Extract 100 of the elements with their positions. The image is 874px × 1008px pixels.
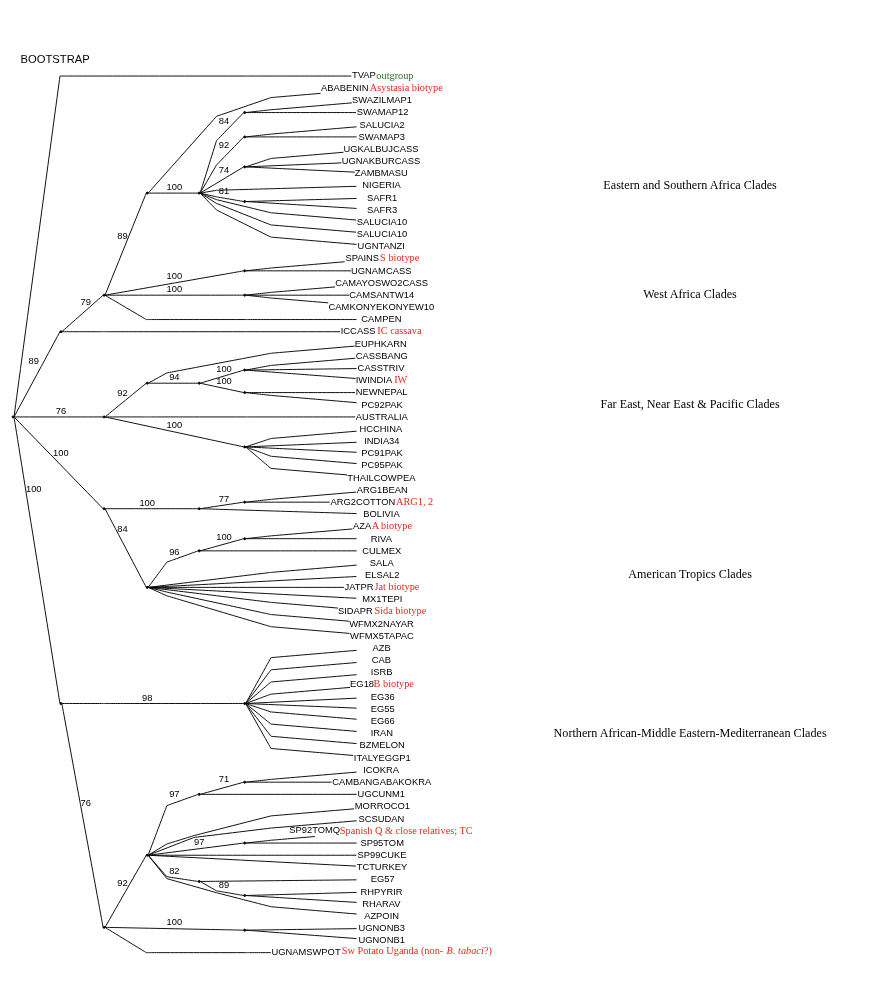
connector xyxy=(147,192,199,194)
connector xyxy=(245,702,358,744)
node-label: S biotype xyxy=(380,251,420,263)
node-text: PC91PAK xyxy=(361,447,403,458)
connector xyxy=(245,891,358,896)
node-point xyxy=(243,536,247,540)
node-text: ICOKRA xyxy=(363,764,400,775)
edge-label: 89 xyxy=(218,879,230,890)
node-text: EUPHKARN xyxy=(354,338,407,349)
edge-label: 89 xyxy=(117,230,128,241)
connector xyxy=(147,854,199,882)
node-text: SPAINS xyxy=(345,252,380,263)
node-text: UGNAKBURCASS xyxy=(341,155,421,166)
connector xyxy=(245,702,354,756)
node-text: RHPYRIR xyxy=(360,886,403,897)
edge-label: 100 xyxy=(216,531,232,542)
node-point xyxy=(243,110,247,114)
connector xyxy=(245,702,358,732)
connector xyxy=(199,185,357,194)
node-text: BOLIVIA xyxy=(363,508,400,519)
node-text: AZPOIN xyxy=(364,910,400,921)
connector xyxy=(104,269,245,296)
node-text: CAB xyxy=(371,654,391,665)
node-text: BZMELON xyxy=(359,739,405,750)
edge-label: 100 xyxy=(166,916,183,927)
node-point xyxy=(243,164,247,168)
edge-label: 98 xyxy=(142,692,153,703)
connector xyxy=(245,673,358,704)
label: American Tropics Clades xyxy=(628,566,752,581)
node-text: CULMEX xyxy=(362,545,402,556)
node-text: TCTURKEY xyxy=(356,861,408,872)
node-text: SWAMAP12 xyxy=(356,106,409,117)
connector xyxy=(245,391,358,403)
connector xyxy=(245,842,358,844)
node-label: Spanish Q & close relatives; TC xyxy=(339,824,473,836)
node-point xyxy=(243,390,247,394)
node-label: A biotype xyxy=(371,519,412,531)
node-text: HCCHINA xyxy=(359,423,403,434)
node-text: RHARAV xyxy=(362,898,401,909)
connector xyxy=(245,151,344,167)
node-point xyxy=(197,191,201,195)
connector xyxy=(147,854,357,867)
connector xyxy=(199,192,357,233)
diagram-title: BOOTSTRAP xyxy=(20,52,90,65)
node-point xyxy=(197,792,201,796)
node-text: WFMX2NAYAR xyxy=(349,618,414,629)
edge-label: 79 xyxy=(80,296,91,307)
connector xyxy=(199,166,245,193)
connector xyxy=(245,894,358,903)
node-text: SP95TOM xyxy=(360,837,404,848)
node-text: ZAMBMASU xyxy=(354,167,408,178)
connector xyxy=(245,111,357,113)
edge-label: 74 xyxy=(218,164,230,174)
connector xyxy=(245,702,358,720)
node-point xyxy=(59,701,63,705)
connector xyxy=(147,92,321,193)
connector xyxy=(245,649,358,704)
connector xyxy=(104,926,272,953)
node-point xyxy=(243,293,247,297)
connector xyxy=(245,927,358,931)
edge-label: 84 xyxy=(117,523,128,534)
node-text: CAMAYOSWO2CASS xyxy=(335,277,429,288)
label: Far East, Near East & Pacific Clades xyxy=(600,396,780,411)
connector xyxy=(104,382,147,417)
node-point xyxy=(243,500,247,504)
node-text: CAMPEN xyxy=(361,313,402,324)
node-text: SIDAPR xyxy=(337,605,373,616)
edge-label: 92 xyxy=(218,139,230,150)
connector xyxy=(104,507,199,509)
node-text: SALUCIA10 xyxy=(356,216,408,227)
connector xyxy=(245,125,358,137)
edge-label: 100 xyxy=(25,483,42,494)
connector xyxy=(245,367,358,371)
connector xyxy=(245,661,358,704)
edge-label: 71 xyxy=(218,773,230,784)
node-text: UGCUNM1 xyxy=(357,788,405,799)
node-label: Jat biotype xyxy=(374,580,420,592)
connector xyxy=(199,793,358,795)
node-text: SWAZILMAP1 xyxy=(352,94,412,105)
node-text: RIVA xyxy=(370,532,392,543)
connector xyxy=(61,294,104,332)
node-point xyxy=(243,134,247,138)
connector xyxy=(199,382,245,393)
connector xyxy=(245,697,358,704)
connector xyxy=(147,807,355,856)
node-text: EG66 xyxy=(370,715,395,726)
node-label: ARG1, 2 xyxy=(396,495,434,507)
connector xyxy=(245,702,358,709)
edge-label: 76 xyxy=(55,405,67,416)
connector xyxy=(245,200,358,209)
connector xyxy=(61,330,341,332)
connector xyxy=(245,537,358,539)
node-text: ICCASS xyxy=(340,325,376,336)
connector xyxy=(104,926,245,931)
node-point xyxy=(145,853,149,857)
node-text: SALUCIA2 xyxy=(359,119,405,130)
connector xyxy=(104,192,147,295)
node-text: PC92PAK xyxy=(361,399,403,410)
edge-label: 84 xyxy=(218,115,230,126)
connector xyxy=(199,192,357,220)
